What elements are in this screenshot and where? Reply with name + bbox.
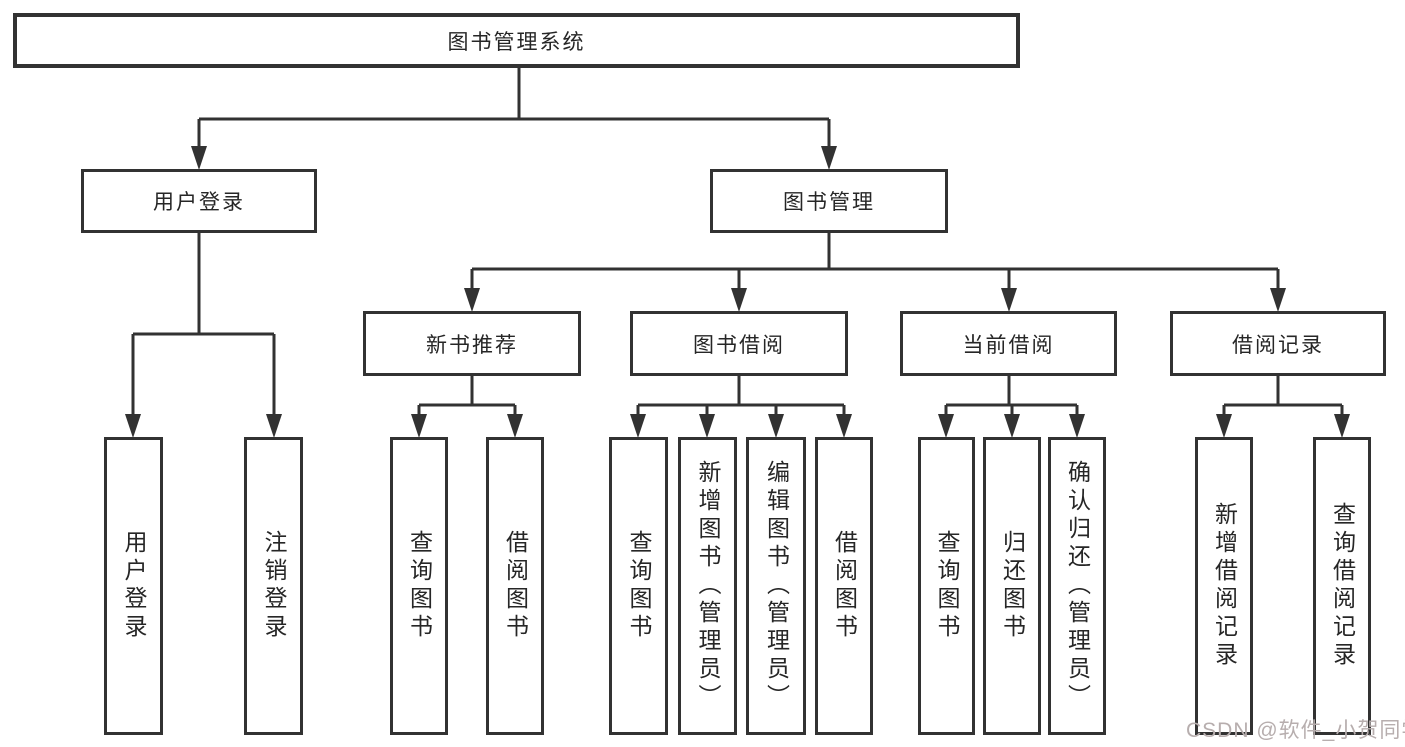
node-label: 确认归还（管理员） — [1064, 460, 1091, 712]
node-label: 图书管理 — [783, 191, 875, 214]
node-label: 查询图书 — [626, 530, 652, 642]
leaf-user-login: 用户登录 — [104, 437, 163, 735]
leaf-query-books-borrowing: 查询图书 — [609, 437, 668, 735]
node-label: 新增借阅记录 — [1211, 502, 1238, 670]
node-label: 归还图书 — [999, 530, 1026, 642]
node-borrowing-records: 借阅记录 — [1170, 311, 1386, 376]
node-label: 当前借阅 — [962, 333, 1055, 357]
node-user-login: 用户登录 — [81, 169, 317, 233]
node-label: 借阅记录 — [1232, 333, 1324, 357]
leaf-add-book-admin: 新增图书（管理员） — [678, 437, 737, 735]
leaf-confirm-return-admin: 确认归还（管理员） — [1048, 437, 1106, 735]
node-label: 借阅图书 — [831, 530, 858, 642]
node-library-management-system: 图书管理系统 — [13, 13, 1020, 68]
node-label: 图书借阅 — [693, 333, 785, 357]
node-label: 新书推荐 — [426, 333, 518, 357]
node-label: 编辑图书（管理员） — [763, 460, 790, 712]
leaf-return-books: 归还图书 — [983, 437, 1041, 735]
leaf-edit-book-admin: 编辑图书（管理员） — [746, 437, 806, 735]
node-label: 查询图书 — [406, 530, 433, 642]
leaf-borrow-books-borrowing: 借阅图书 — [815, 437, 873, 735]
node-label: 查询借阅记录 — [1329, 502, 1356, 670]
node-label: 借阅图书 — [502, 530, 529, 642]
leaf-borrow-books-recommend: 借阅图书 — [486, 437, 544, 735]
leaf-logout: 注销登录 — [244, 437, 303, 735]
node-book-management: 图书管理 — [710, 169, 948, 233]
leaf-add-borrow-record: 新增借阅记录 — [1195, 437, 1253, 735]
node-label: 用户登录 — [153, 191, 245, 214]
leaf-query-books-current: 查询图书 — [918, 437, 975, 735]
node-label: 用户登录 — [121, 530, 147, 642]
leaf-query-borrow-record: 查询借阅记录 — [1313, 437, 1371, 735]
csdn-watermark: CSDN @软件_小贺同学 — [1186, 719, 1405, 742]
arrowheads — [125, 146, 1350, 438]
node-book-borrowing: 图书借阅 — [630, 311, 848, 376]
node-current-borrowing: 当前借阅 — [900, 311, 1117, 376]
node-new-book-recommend: 新书推荐 — [363, 311, 581, 376]
node-label: 新增图书（管理员） — [695, 460, 721, 712]
leaf-query-books-recommend: 查询图书 — [390, 437, 448, 735]
node-label: 图书管理系统 — [447, 30, 586, 54]
node-label: 查询图书 — [934, 530, 960, 642]
node-label: 注销登录 — [261, 530, 287, 642]
